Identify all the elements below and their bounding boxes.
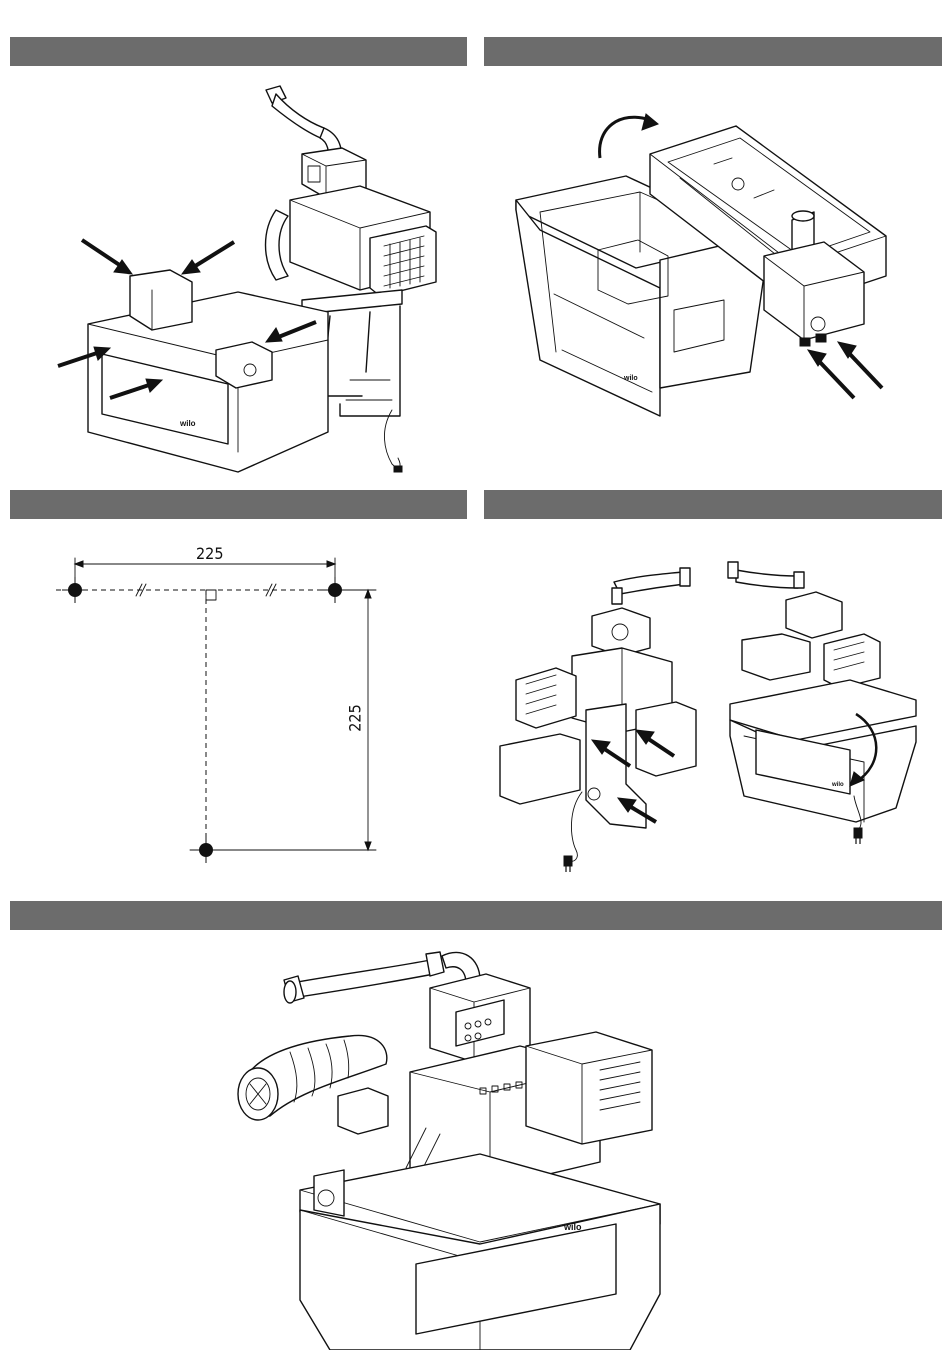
horizontal-dimension-label: 225 xyxy=(196,546,223,562)
drilling-template-diagram: 225 225 xyxy=(40,540,440,880)
illustration-assembled-unit: wilo xyxy=(230,940,690,1350)
mounting-hole-icon xyxy=(62,577,88,603)
section-header-bar-1 xyxy=(10,37,467,66)
illustration-tank-and-lid: wilo xyxy=(500,80,920,480)
arrow-icon xyxy=(58,347,110,366)
power-plug-icon xyxy=(854,828,862,844)
brand-logo: wilo xyxy=(831,782,844,788)
arrow-icon xyxy=(182,242,234,274)
illustration-wall-mounting: wilo xyxy=(496,560,936,880)
section-header-bar-2 xyxy=(484,37,942,66)
section-header-bar-4 xyxy=(484,490,942,519)
arrow-icon xyxy=(110,379,162,398)
mounting-hole-icon xyxy=(322,577,348,603)
section-header-bar-5 xyxy=(10,901,942,930)
mounting-hole-icon xyxy=(193,837,219,863)
right-angle-icon xyxy=(206,590,216,600)
brand-logo: wilo xyxy=(563,1222,582,1232)
arrow-icon xyxy=(82,240,132,274)
illustration-separate-unit-from-tank: wilo xyxy=(40,80,460,480)
vertical-dimension-label: 225 xyxy=(348,704,364,731)
section-header-bar-3 xyxy=(10,490,467,519)
arrow-icon xyxy=(266,322,316,342)
arrow-icon xyxy=(838,342,882,388)
power-plug-icon xyxy=(564,856,572,872)
